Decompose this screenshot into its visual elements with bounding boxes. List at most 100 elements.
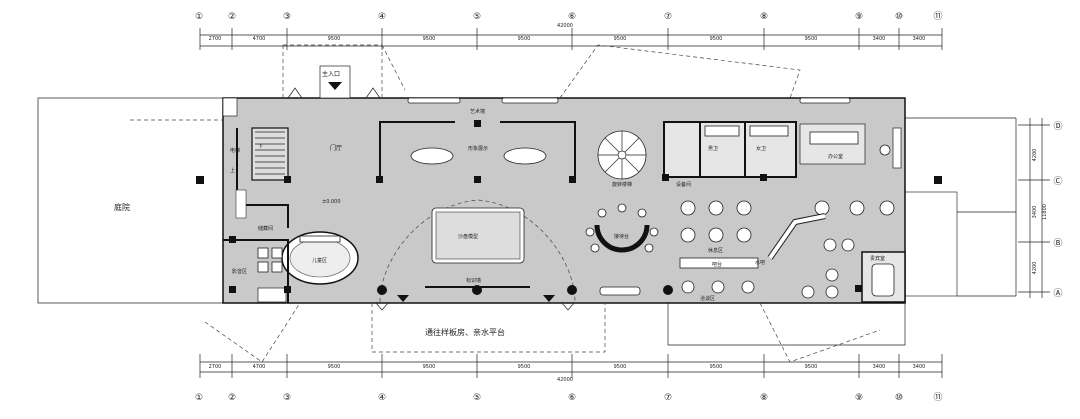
axis-11-bottom: ⑪ [933,392,942,403]
bottom-dimension-chain: 42000 2700 4700 9500 9500 9500 9500 9500… [199,354,943,383]
axis-5-bottom: ⑤ [473,393,481,403]
wc-female-label: 女卫 [756,145,766,152]
main-entrance-label: 主入口 [322,70,340,78]
axis-10-top: ⑩ [895,12,903,22]
dim-total-bottom: 42000 [557,377,573,383]
vip-room: 贵宾室 [855,251,906,303]
office: 办公室 [799,123,902,169]
dim-seg-b6: 9500 [614,364,627,370]
dim-seg-b4: 9500 [423,364,436,370]
axis-8-top: ⑧ [760,12,768,22]
kids-area: 儿童区 [281,231,359,285]
axis-B-right: Ⓑ [1053,238,1062,249]
display-label: 形象展示 [468,145,488,152]
dim-seg-b1: 2700 [209,364,222,370]
axis-2-bottom: ② [228,393,236,403]
water-bar-label: 水吧 [755,259,765,266]
dim-seg-2: 4700 [253,36,266,42]
dim-side-3-right: 4200 [1032,262,1038,275]
stair-down-label: 下 [258,144,263,150]
entrance: 主入口 [282,44,406,99]
hall-label: 门厅 [330,144,342,152]
top-axis-labels: ① ② ③ ④ ⑤ ⑥ ⑦ ⑧ ⑨ ⑩ ⑪ [195,11,943,22]
axis-7-top: ⑦ [664,12,672,22]
dim-side-1-right: 4200 [1032,149,1038,162]
dim-seg-b5: 9500 [518,364,531,370]
dim-seg-1: 2700 [209,36,222,42]
axis-11-top: ⑪ [933,11,942,22]
dim-seg-9: 3400 [873,36,886,42]
level-label: ±0.000 [322,199,341,205]
bottom-axis-labels: ① ② ③ ④ ⑤ ⑥ ⑦ ⑧ ⑨ ⑩ ⑪ [195,392,943,403]
dim-seg-b3: 9500 [328,364,341,370]
spiral-stair: 旋转楼梯 [597,130,647,188]
elevator-label: 电梯 [230,147,240,154]
axis-3-top: ③ [283,12,291,22]
spiral-stair-label: 旋转楼梯 [612,181,632,188]
dim-seg-b7: 9500 [710,364,723,370]
negotiation-area: 洽谈区 [681,268,839,302]
axis-2-top: ② [228,12,236,22]
kids-label: 儿童区 [312,257,327,264]
axis-5-top: ⑤ [473,12,481,22]
axis-4-top: ④ [378,12,386,22]
lounge-label: 休息区 [708,247,723,254]
axis-10-bottom: ⑩ [895,393,903,403]
dim-total-top: 42000 [557,23,573,29]
axis-1-top: ① [195,12,203,22]
axis-3-bottom: ③ [283,393,291,403]
wc-male-label: 男卫 [708,146,718,152]
bar-label: 吧台 [712,261,722,268]
lounge-tables: 休息区 [680,200,895,254]
top-dimension-chain: 42000 [199,23,943,50]
dim-seg-3: 9500 [328,36,341,42]
bottom-exterior: 通往样板房、亲水平台 [204,302,906,363]
top-light-strips: 艺术墙 [407,97,851,115]
sign-wall-label: 标识墙 [466,277,481,284]
vertical-grid-ticks [231,28,900,378]
bottom-columns [229,176,673,302]
dim-seg-7: 9500 [710,36,723,42]
courtyard: 庭院 [37,97,224,304]
reception-label: 接待台 [614,233,629,240]
axis-D-right: Ⓓ [1053,121,1062,132]
axis-6-bottom: ⑥ [568,393,576,403]
axis-4-bottom: ④ [378,393,386,403]
display-zone: 形象展示 [376,120,576,183]
courtyard-label: 庭院 [114,202,130,212]
top-canopy-outline [559,44,801,99]
video-label: 影音区 [232,268,247,275]
dim-seg-10: 3400 [913,36,926,42]
dim-seg-6: 9500 [614,36,627,42]
dim-seg-8: 9500 [805,36,818,42]
mech-room-label: 设备间 [676,181,691,188]
stair-core: 电梯 上 下 储藏间 [222,97,289,232]
negotiation-label: 洽谈区 [700,295,715,302]
axis-6-top: ⑥ [568,12,576,22]
dim-side-2-right: 3400 [1032,206,1038,219]
axis-C-right: Ⓒ [1053,176,1062,187]
dim-seg-b10: 3400 [913,364,926,370]
storage-label: 储藏间 [258,225,273,232]
dim-seg-5: 9500 [518,36,531,42]
right-axis: Ⓓ Ⓒ Ⓑ Ⓐ 4200 3400 4200 11800 [1018,118,1063,299]
right-exterior [904,117,1017,297]
video-room: 影音区 [223,239,289,303]
axis-1-bottom: ① [195,393,203,403]
stair-up-label: 上 [230,167,235,174]
model-label: 沙盘模型 [458,233,478,240]
axis-9-top: ⑨ [855,12,863,22]
vip-label: 贵宾室 [870,255,885,262]
dim-side-total-right: 11800 [1042,204,1048,220]
dim-seg-b9: 3400 [873,364,886,370]
art-wall-label: 艺术墙 [470,108,485,115]
axis-A-right: Ⓐ [1053,288,1062,299]
dim-seg-b2: 4700 [253,364,266,370]
water-bar: 水吧 吧台 [679,213,826,269]
axis-7-bottom: ⑦ [664,393,672,403]
axis-9-bottom: ⑨ [855,393,863,403]
restrooms: 男卫 女卫 设备间 [662,121,797,188]
axis-8-bottom: ⑧ [760,393,768,403]
dim-seg-4: 9500 [423,36,436,42]
